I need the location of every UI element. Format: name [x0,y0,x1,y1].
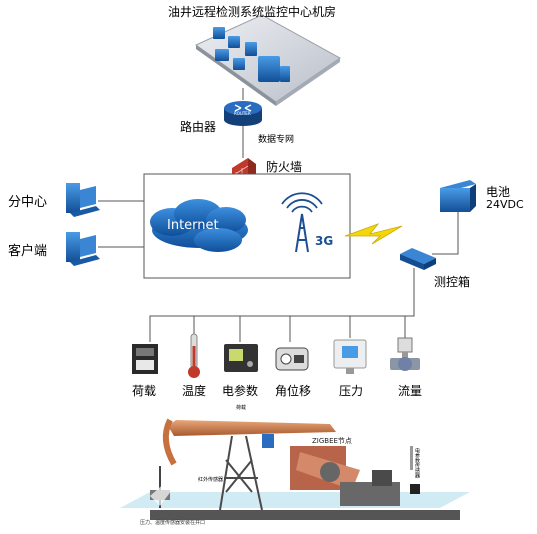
internet-label: Internet [167,218,219,233]
sensor-label-load: 荷载 [132,384,157,398]
client-label: 客户端 [8,244,48,259]
flow-meter-icon [390,337,420,371]
battery-spec: 24VDC [486,198,524,211]
battery-icon [440,180,476,212]
zigbee-label: ZIGBEE节点 [312,437,352,445]
power-meter-icon [224,344,258,372]
link-label: 数据专网 [258,135,295,145]
wireless-link-icon [344,223,403,245]
sensor-label-pressure: 压力 [339,384,364,398]
cell-tower-icon [281,192,323,253]
pumpjack-illustration [120,418,470,520]
angle-sensor-icon [275,347,309,371]
diagram-title: 油井远程检测系统监控中心机房 [168,5,337,19]
data-center-platform [195,14,341,106]
router-badge: ROUTER [234,111,251,116]
computer-icon [66,183,100,217]
infrared-sensor-tag: 红外传感器 [198,477,224,483]
zigbee-node-icon [262,434,274,448]
branch-center-label: 分中心 [8,195,48,210]
router-icon [224,88,262,126]
computer-icon [66,232,100,266]
control-box-label: 测控箱 [434,275,471,289]
power-sensor-tag: 电参数传感器 [414,448,420,478]
server-icon [213,27,290,82]
load-sensor-icon [132,344,158,374]
top-sensor-tag: 荷载 [236,405,247,411]
sensor-label-flow: 流量 [398,384,423,398]
pressure-sensor-icon [333,339,367,374]
sensor-label-angle: 角位移 [275,384,312,398]
wellhead-caption: 压力、温度传感器安装在井口 [140,520,206,526]
control-box-icon [400,248,436,270]
internet-cloud-icon [150,199,248,252]
network-type-label: 3G [315,234,334,248]
firewall-label: 防火墙 [266,160,303,174]
sensor-label-temperature: 温度 [182,384,207,398]
router-label: 路由器 [180,120,217,134]
battery-label: 电池 [486,185,511,199]
thermometer-icon [188,333,200,378]
sensor-label-electrical: 电参数 [222,384,259,398]
